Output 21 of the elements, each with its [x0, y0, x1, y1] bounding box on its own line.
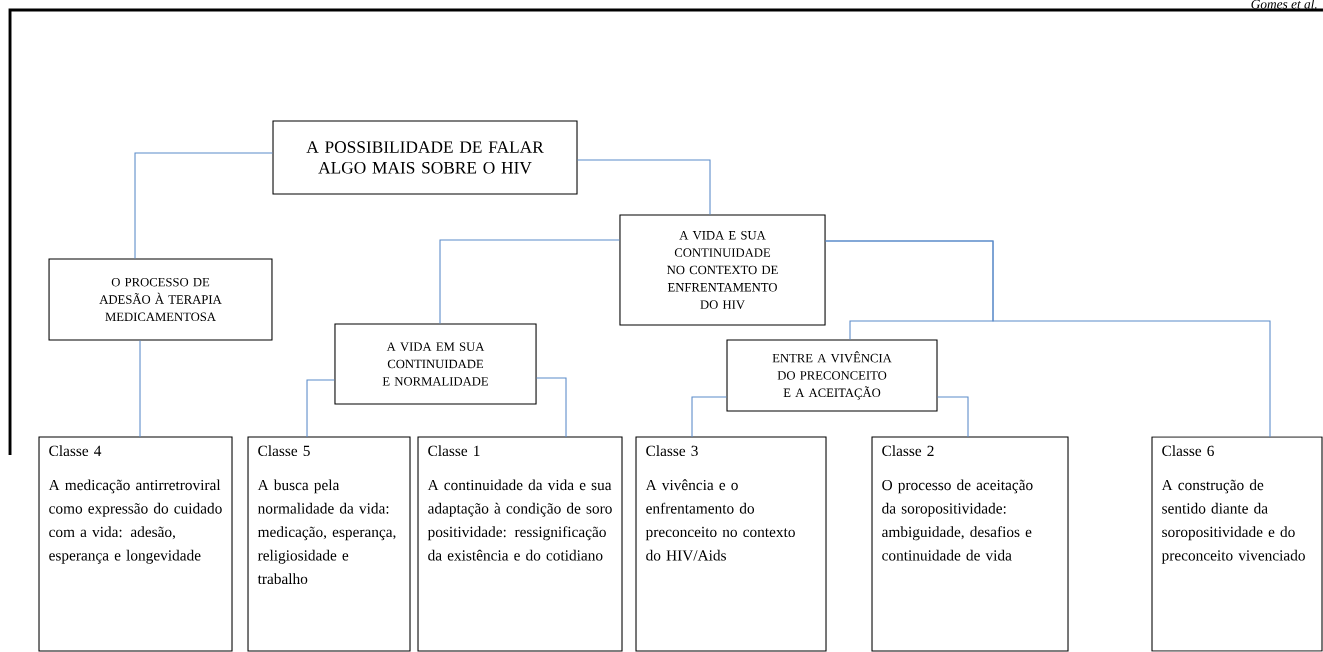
class-box: Classe 1 A continuidade da vida e sua adaptação à condição de soro positividade: ressignificação da existência e do cotidiano	[417, 436, 623, 652]
connector-line	[306, 379, 335, 438]
connector-line	[134, 152, 273, 259]
topic-box: A POSSIBILIDADE DE FALAR ALGO MAIS SOBRE O HIV	[272, 120, 578, 195]
connector-line	[825, 240, 1271, 438]
connector-line	[139, 340, 141, 438]
theme-box: A VIDA E SUA CONTINUIDADE NO CONTEXTO DE ENFRENTAMENTO DO HIV	[619, 214, 826, 326]
class-box: Classe 2 O processo de aceitação da soropositividade: ambiguidade, desafios e continuidade de vida	[871, 436, 1069, 652]
class-box: Classe 6 A construção de sentido diante da soropositividade e do preconceito vivenciado	[1151, 436, 1323, 652]
running-head: Gomes et al.	[1251, 0, 1317, 9]
class-box: Classe 5 A busca pela normalidade da vida: medicação, esperança, religiosidade e trabalho	[247, 436, 411, 652]
connector-line	[577, 159, 711, 215]
connector-line	[536, 377, 567, 438]
connector-line	[439, 239, 620, 324]
theme-box: O PROCESSO DE ADESÃO À TERAPIA MEDICAMENTOSA	[48, 258, 273, 341]
class-box: Classe 4 A medicação antirretroviral como expressão do cuidado com a vida: adesão, esperança e longevidade	[38, 436, 233, 652]
connector-line	[691, 396, 727, 438]
connector-line	[937, 396, 969, 438]
class-box: Classe 3 A vivência e o enfrentamento do preconceito no contexto do HIV/Aids	[635, 436, 827, 652]
theme-box: A VIDA EM SUA CONTINUIDADE E NORMALIDADE	[334, 323, 537, 405]
theme-box: ENTRE A VIVÊNCIA DO PRECONCEITO E A ACEITAÇÃO	[726, 339, 938, 412]
